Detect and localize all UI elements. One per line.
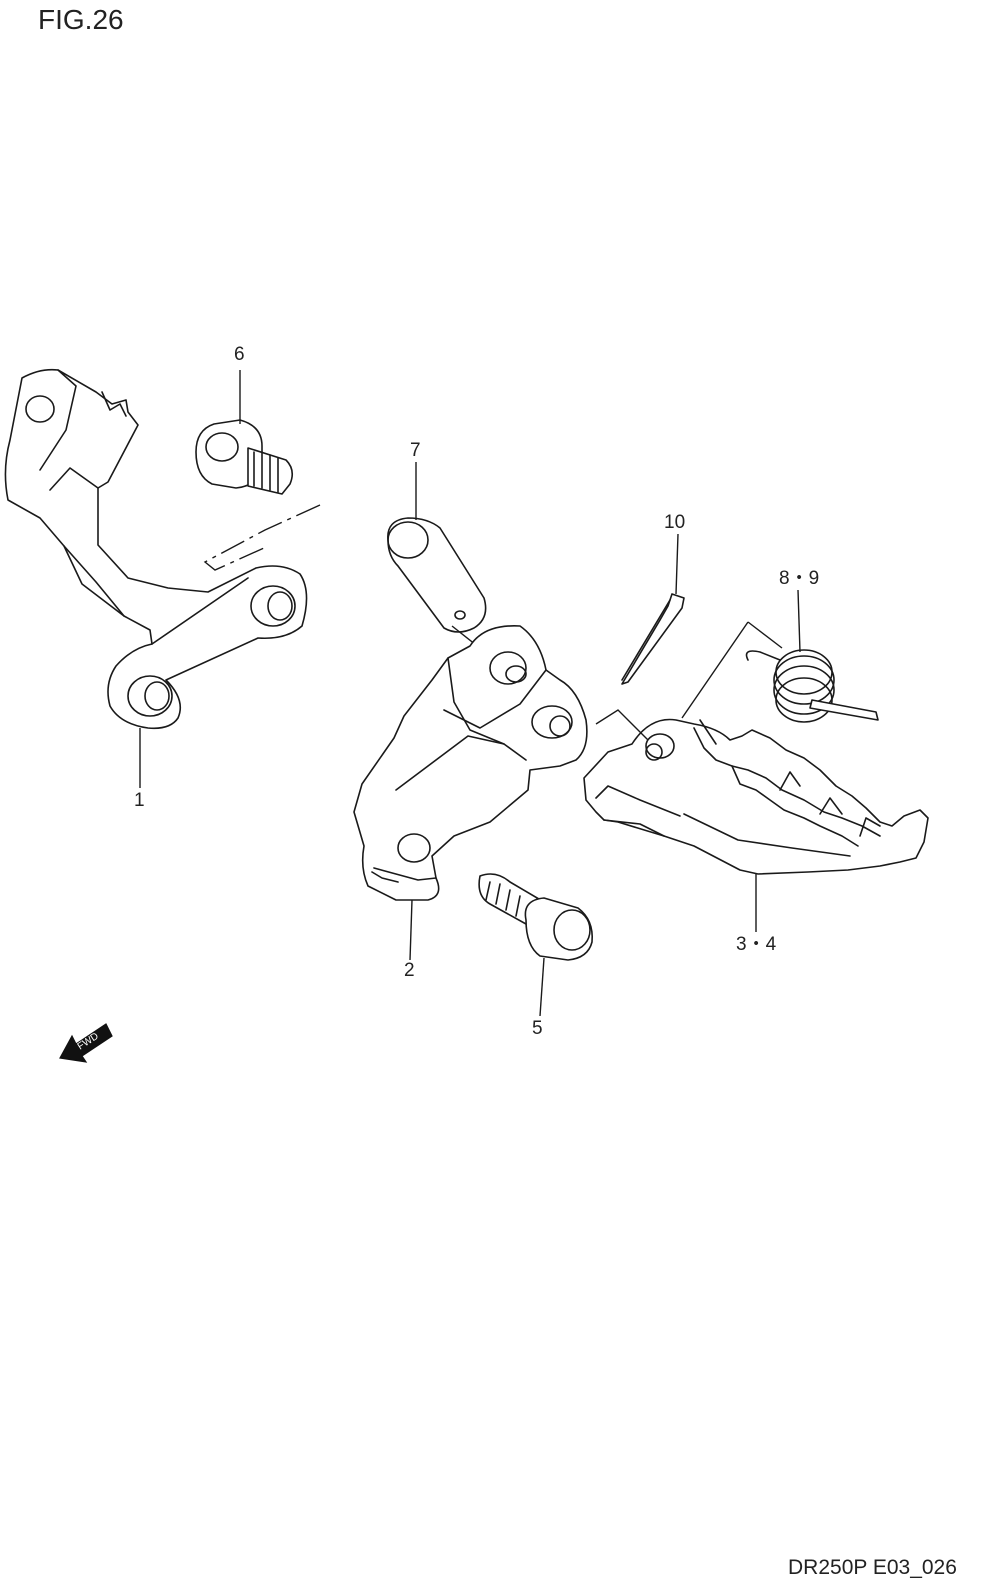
flange-bolt-part-5 [478,873,594,961]
figure-code: DR250P E03_026 [788,1556,957,1579]
footrest-peg-part-3-4 [583,709,929,875]
footrest-hinge-bracket-part-2 [353,625,588,901]
footrest-spring-part-8-9 [681,621,879,723]
callout-part-8-9: 8・9 [779,568,819,589]
callout-part-7: 7 [410,440,421,461]
callout-part-1: 1 [134,790,145,811]
leader-part-2 [409,899,413,961]
figure-title: FIG.26 [38,4,124,35]
callout-part-5: 5 [532,1018,543,1039]
fwd-arrow-icon: FWD [59,1023,113,1063]
callout-part-10: 10 [664,512,685,533]
leader-part-10 [675,533,679,595]
leader-part-5 [539,957,545,1017]
footrest-bracket-part-1 [4,368,308,730]
callout-part-6: 6 [234,344,245,365]
cotter-pin-part-10 [621,593,685,685]
callout-part-2: 2 [404,960,415,981]
callout-part-3-4: 3・4 [736,934,777,955]
leader-part-8-9 [797,589,801,653]
flange-bolt-part-6 [195,419,294,495]
